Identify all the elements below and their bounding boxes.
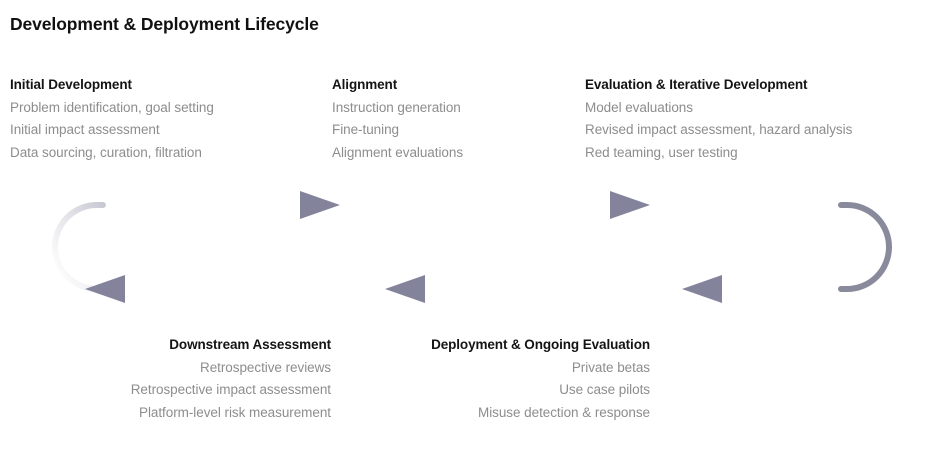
phase-column-deployment-ongoing-evaluation: Deployment & Ongoing Evaluation Private … — [431, 334, 650, 424]
phase-item: Misuse detection & response — [478, 404, 650, 420]
loop-arrowhead-top-1 — [300, 191, 340, 219]
phase-title: Deployment & Ongoing Evaluation — [431, 337, 650, 352]
phase-column-initial-development: Initial Development Problem identificati… — [10, 74, 214, 164]
phase-item: Alignment evaluations — [332, 144, 464, 160]
loop-arrowhead-bottom-1 — [85, 275, 125, 303]
phase-title: Downstream Assessment — [169, 337, 331, 352]
phase-item: Data sourcing, curation, filtration — [10, 144, 202, 160]
loop-arrowhead-top-2 — [610, 191, 650, 219]
phase-item: Retrospective impact assessment — [130, 382, 331, 397]
loop-arrowhead-bottom-3 — [682, 275, 722, 303]
phase-item: Initial impact assessment — [10, 122, 160, 137]
phase-item: Fine-tuning — [332, 122, 399, 137]
phase-column-downstream-assessment: Downstream Assessment Retrospective revi… — [131, 334, 331, 424]
phase-item: Private betas — [571, 359, 650, 375]
phase-title: Evaluation & Iterative Development — [585, 77, 808, 92]
phase-item: Model evaluations — [585, 99, 693, 115]
lifecycle-loop-diagram — [0, 182, 944, 312]
phase-item: Red teaming, user testing — [585, 144, 738, 160]
phase-item: Revised impact assessment, hazard analys… — [585, 122, 853, 137]
phase-item: Problem identification, goal setting — [10, 99, 214, 115]
phase-item: Instruction generation — [332, 99, 461, 115]
lifecycle-loop-svg — [52, 191, 892, 303]
loop-left-curve — [52, 202, 106, 292]
phase-title: Alignment — [332, 77, 398, 92]
page-title: Development & Deployment Lifecycle — [10, 14, 319, 34]
phase-column-alignment: Alignment Instruction generation Fine-tu… — [332, 74, 463, 164]
phase-column-evaluation-iterative-development: Evaluation & Iterative Development Model… — [585, 74, 852, 164]
loop-arrowhead-bottom-2 — [385, 275, 425, 303]
phase-title: Initial Development — [10, 77, 132, 92]
phase-item: Retrospective reviews — [200, 359, 331, 375]
phase-item: Use case pilots — [559, 382, 650, 397]
phase-item: Platform-level risk measurement — [138, 404, 331, 420]
loop-right-curve — [838, 202, 892, 292]
